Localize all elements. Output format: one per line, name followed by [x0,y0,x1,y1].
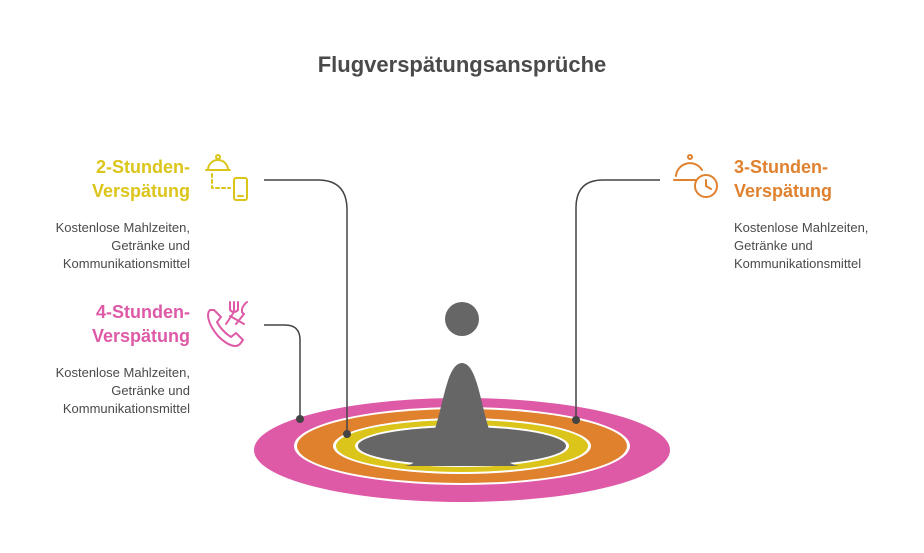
person-figure [404,363,520,466]
connector-2h [264,179,348,432]
meal-phone-icon [205,154,248,201]
meal-clock-icon [673,154,718,198]
page-title: Flugverspätungsansprüche [317,52,607,77]
heading-2h: 2-Stunden- Verspätung [91,157,190,201]
desc-4h: Kostenlose Mahlzeiten, Getränke und Komm… [55,365,190,416]
connector-dot-4h [296,415,304,423]
connector-3h [575,179,660,418]
heading-3h: 3-Stunden- Verspätung [734,157,833,201]
connector-4h [264,324,301,417]
connector-dot-3h [572,416,580,424]
person-head [445,302,479,336]
heading-4h: 4-Stunden- Verspätung [91,302,190,346]
connector-dot-2h [343,430,351,438]
phone-cutlery-icon [207,301,248,347]
desc-3h: Kostenlose Mahlzeiten, Getränke und Komm… [734,220,869,271]
desc-2h: Kostenlose Mahlzeiten, Getränke und Komm… [55,220,190,271]
